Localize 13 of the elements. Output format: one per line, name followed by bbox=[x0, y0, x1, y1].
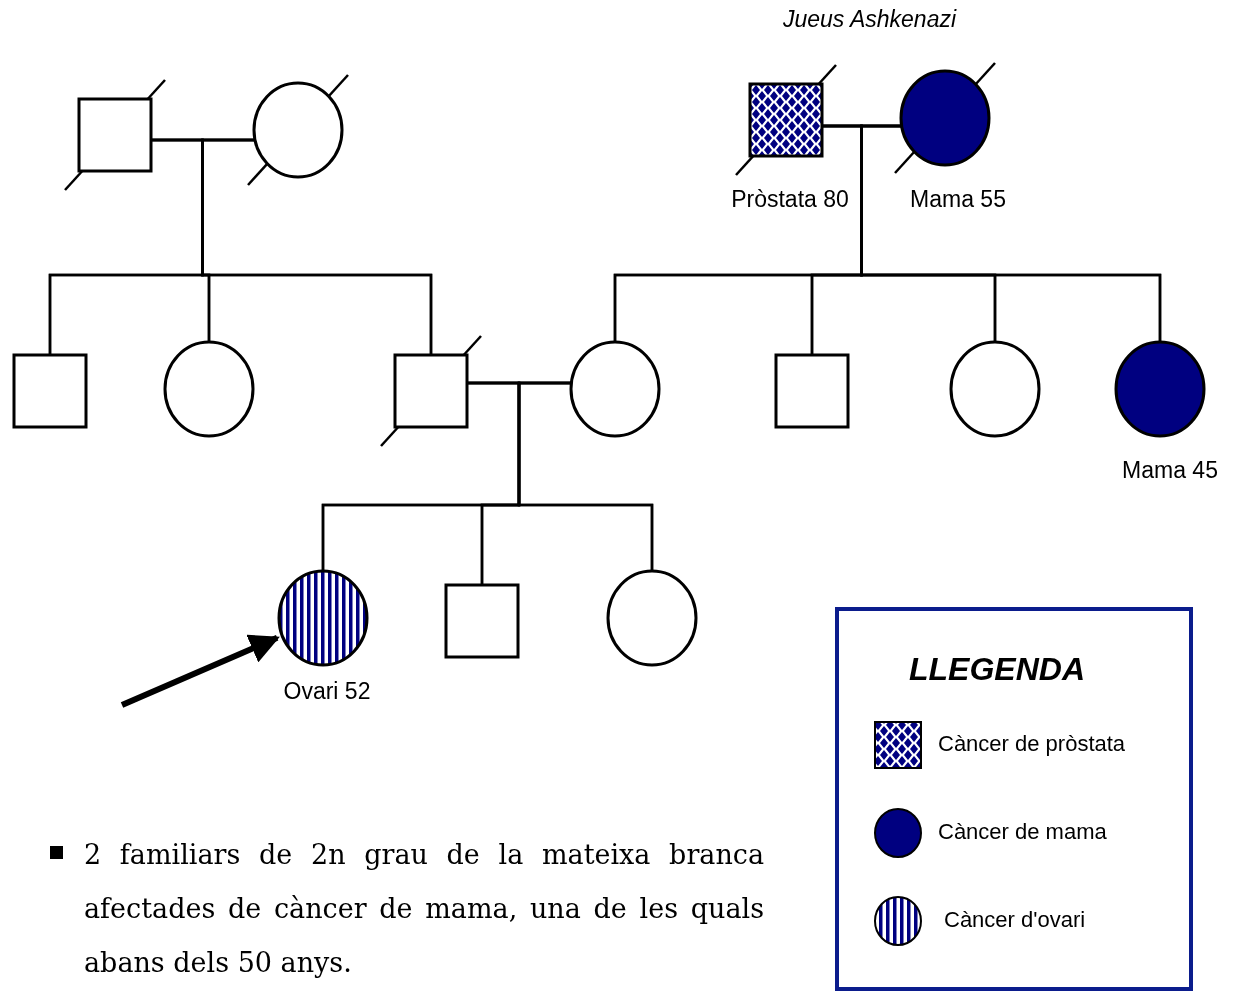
note-text: 2 familiars de 2n grau de la mateixa branca afectades de càncer de mama, una de les quals abans dels 50 anys. bbox=[84, 838, 764, 980]
descent-line bbox=[201, 138, 433, 355]
diagnosis-label: Pròstata 80 bbox=[731, 186, 849, 213]
descent-line bbox=[517, 381, 654, 571]
diagnosis-label: Mama 55 bbox=[910, 186, 1006, 213]
legend-label: Càncer d'ovari bbox=[944, 907, 1086, 933]
proband-arrow bbox=[120, 634, 280, 708]
diagnosis-label: Ovari 52 bbox=[283, 678, 371, 705]
population-note: Jueus Ashkenazi bbox=[783, 6, 957, 33]
legend-label: Càncer de mama bbox=[938, 819, 1107, 845]
legend-label: Càncer de pròstata bbox=[938, 731, 1126, 757]
diagnosis-label: Mama 45 bbox=[1122, 457, 1218, 484]
legend-title: LLEGENDA bbox=[909, 651, 1085, 688]
